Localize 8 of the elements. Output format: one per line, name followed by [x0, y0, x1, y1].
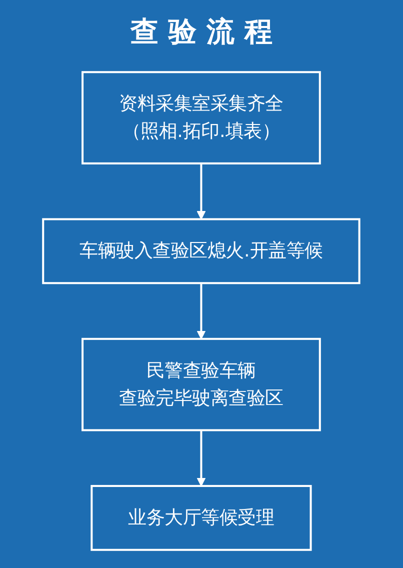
- title: 查验流程: [129, 14, 282, 50]
- arrow: [197, 430, 206, 486]
- node-box: 业务大厅等候受理: [90, 484, 312, 551]
- arrow: [197, 163, 206, 220]
- arrow: [197, 283, 206, 340]
- node-box: 资料采集室采集齐全 （照相.拓印.填表）: [82, 71, 322, 164]
- node-box: 车辆驶入查验区熄火.开盖等候: [42, 218, 361, 284]
- node-box: 民警查验车辆 查验完毕驶离查验区: [82, 338, 322, 432]
